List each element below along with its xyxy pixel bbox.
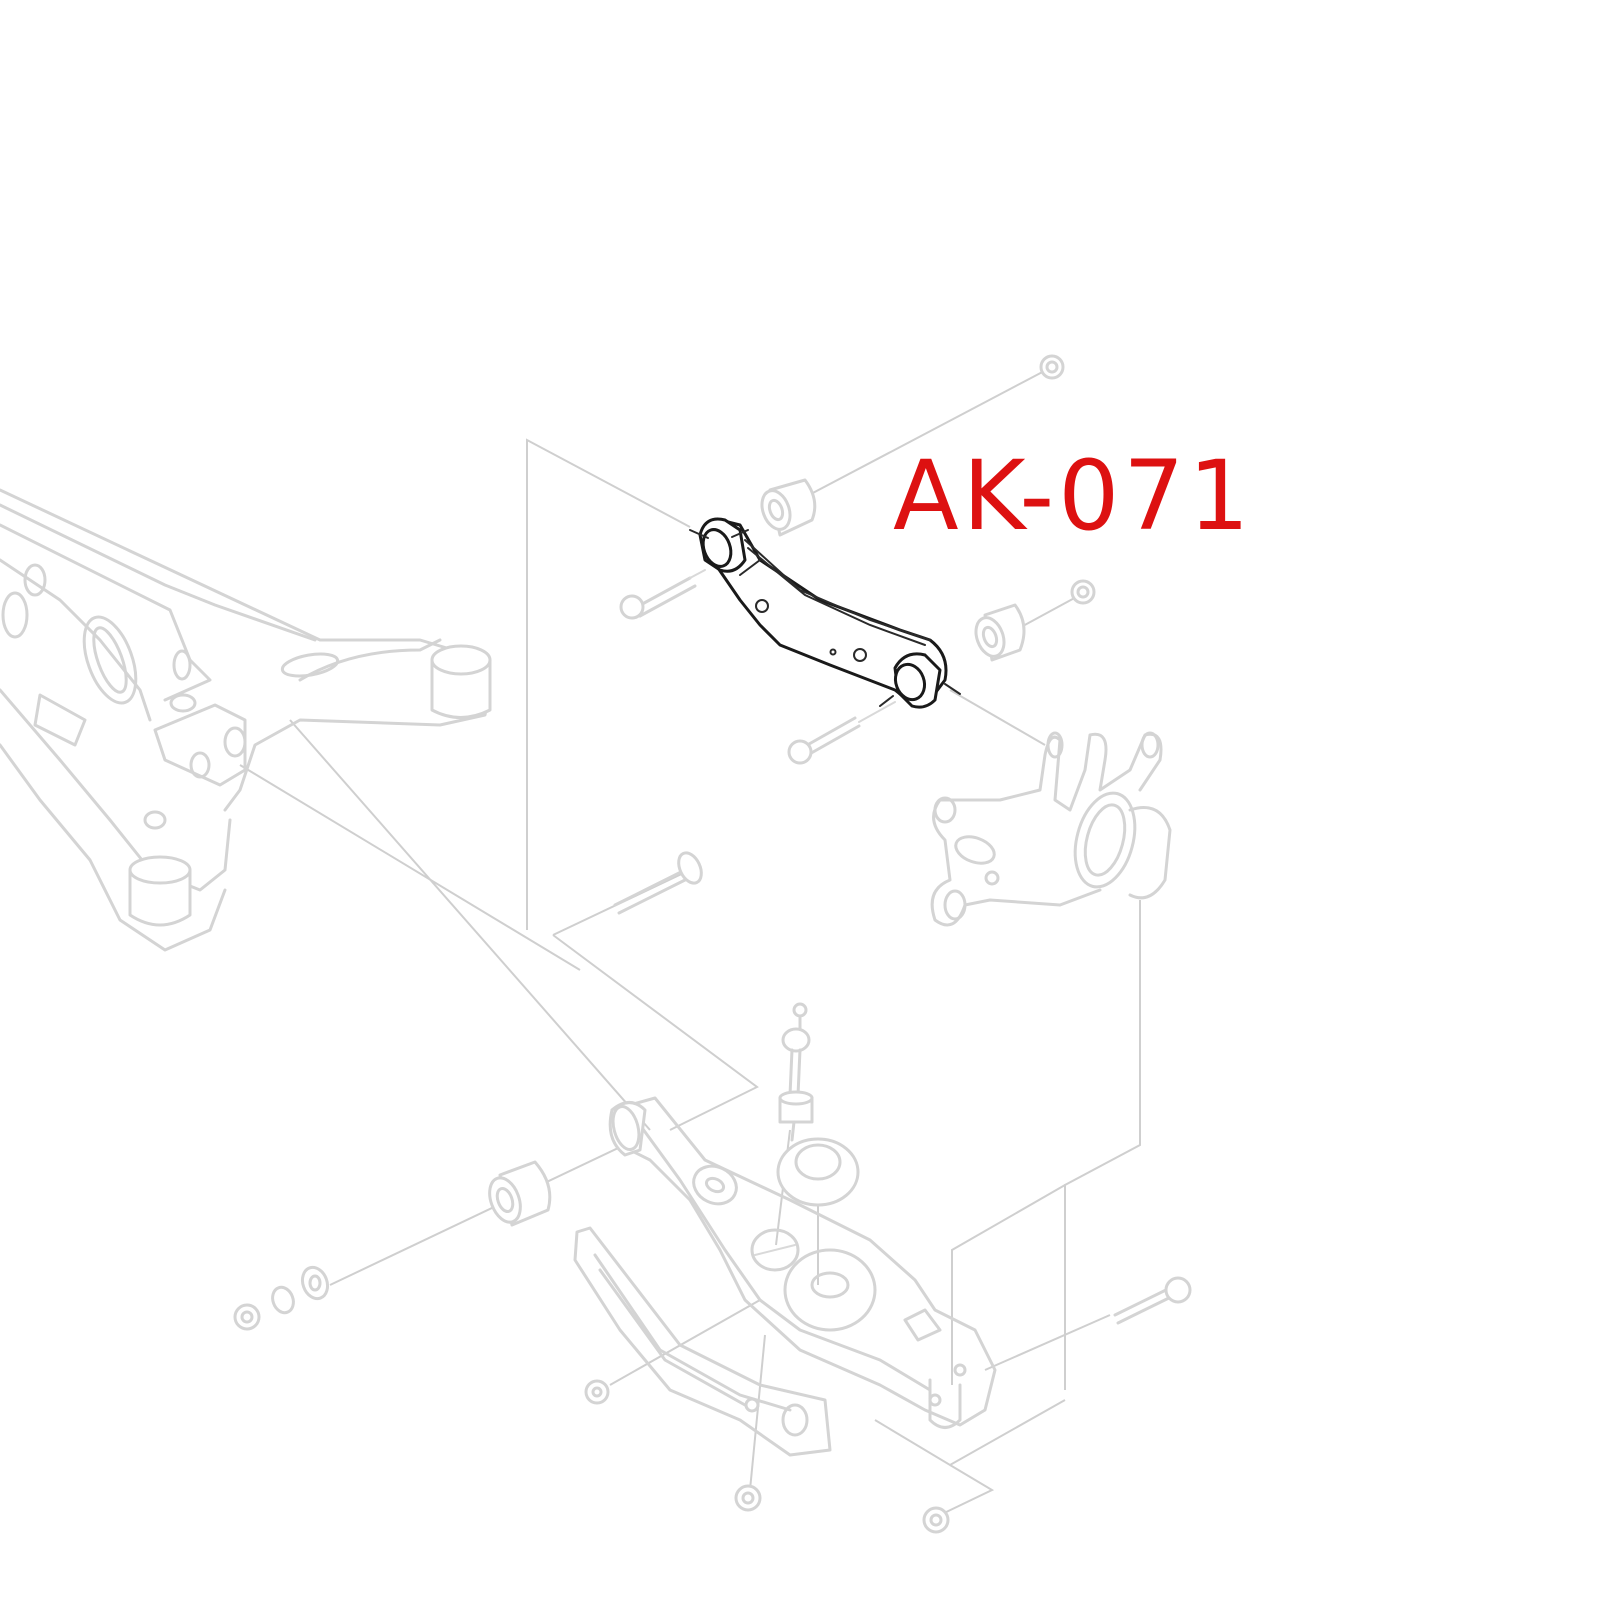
camber-bolt bbox=[613, 851, 703, 915]
part-number-label: AK-071 bbox=[893, 440, 1254, 552]
washers-and-nuts bbox=[233, 1265, 330, 1331]
upper-arm-highlighted bbox=[689, 517, 961, 709]
lower-arm-bushing bbox=[488, 1160, 552, 1227]
upper-arm-bushing-outer bbox=[974, 603, 1026, 662]
upper-arm-bushing-inner bbox=[760, 478, 817, 537]
lower-control-arm bbox=[608, 1096, 997, 1429]
subframe bbox=[0, 488, 492, 952]
lower-arm-outer-nut bbox=[922, 1506, 950, 1534]
cover-bolt bbox=[584, 1379, 610, 1405]
stabilizer-link bbox=[778, 1002, 814, 1142]
upper-arm-nut-outer bbox=[1070, 579, 1096, 605]
spring-seat bbox=[776, 1137, 860, 1207]
cover-nut bbox=[734, 1484, 762, 1512]
upper-arm-nut-inner bbox=[1039, 354, 1065, 380]
upper-arm-bolt-outer bbox=[787, 701, 896, 765]
upper-arm-bolt-inner bbox=[619, 569, 706, 620]
lower-arm-outer-bolt bbox=[1113, 1276, 1192, 1325]
knuckle bbox=[930, 731, 1172, 927]
lower-arm-cover bbox=[573, 1226, 832, 1457]
